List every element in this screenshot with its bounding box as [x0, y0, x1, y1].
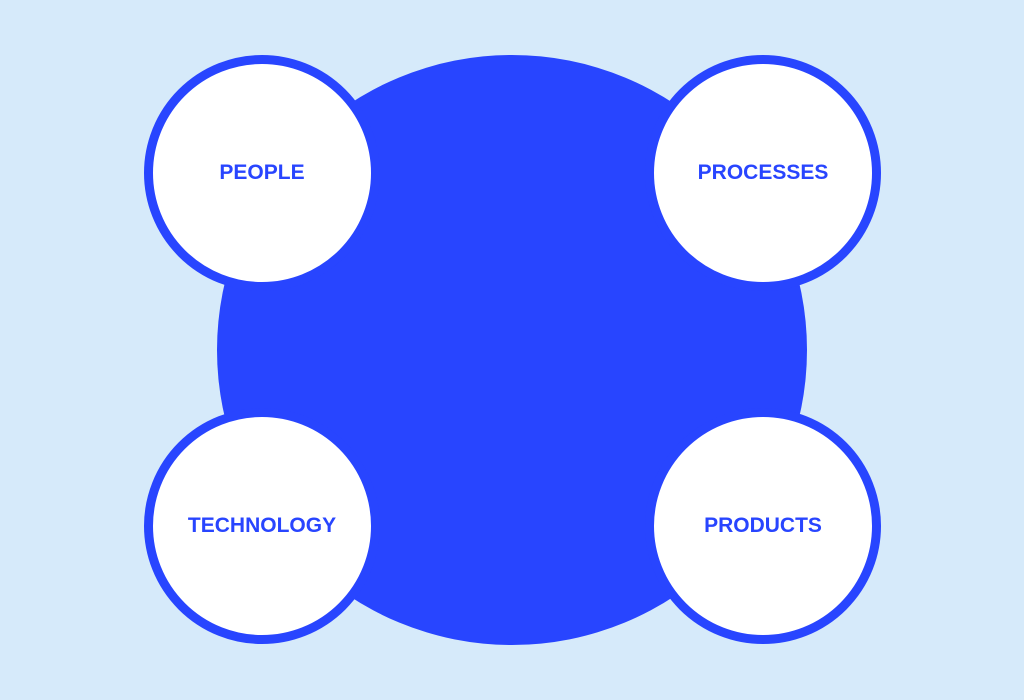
node-processes: PROCESSES: [645, 55, 881, 291]
node-label-technology: TECHNOLOGY: [187, 514, 337, 537]
node-label-processes: PROCESSES: [697, 161, 829, 184]
node-label-products: PRODUCTS: [704, 514, 822, 537]
node-people: PEOPLE: [144, 55, 380, 291]
node-products: PRODUCTS: [645, 408, 881, 644]
node-technology: TECHNOLOGY: [144, 408, 380, 644]
node-label-people: PEOPLE: [219, 161, 305, 184]
